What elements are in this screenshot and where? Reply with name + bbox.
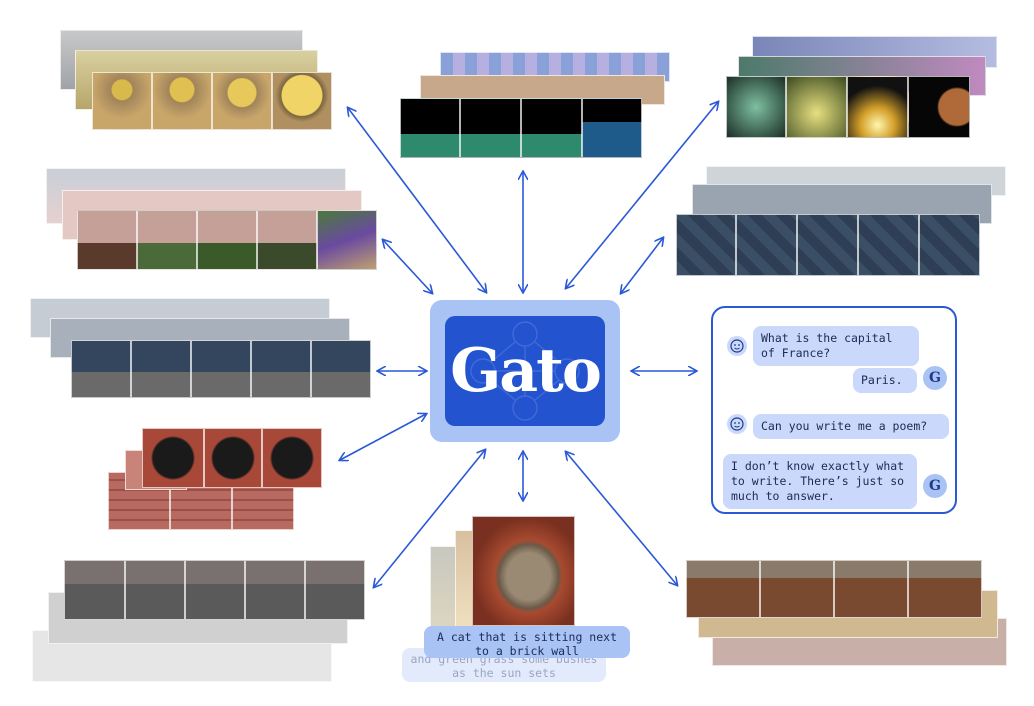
- gato-answer-2: I don’t know exactly what to write. Ther…: [723, 454, 917, 509]
- gato-hub-inner: [445, 316, 605, 426]
- chat-panel: What is the capital of France? Paris. G …: [711, 306, 957, 514]
- arrow-top-right: [566, 102, 718, 288]
- arrow-left-lower: [340, 414, 426, 460]
- gato-title: Gato: [450, 336, 602, 406]
- gato-answer-1: Paris.: [853, 368, 917, 393]
- gato-badge-icon: G: [923, 366, 947, 390]
- arrow-bottom-right: [566, 452, 677, 585]
- user-question-1: What is the capital of France?: [753, 326, 919, 366]
- user-question-2: Can you write me a poem?: [753, 414, 949, 439]
- caption-main: A cat that is sitting next to a brick wa…: [424, 626, 630, 658]
- gato-badge-icon: G: [923, 474, 947, 498]
- user-face-icon: [727, 336, 747, 356]
- arrow-right-upper: [621, 238, 663, 293]
- arrow-left-upper: [383, 240, 432, 293]
- user-face-icon: [727, 414, 747, 434]
- arrow-bottom-left: [374, 450, 485, 587]
- network-icon: [470, 321, 580, 421]
- arrow-top-left: [348, 108, 486, 292]
